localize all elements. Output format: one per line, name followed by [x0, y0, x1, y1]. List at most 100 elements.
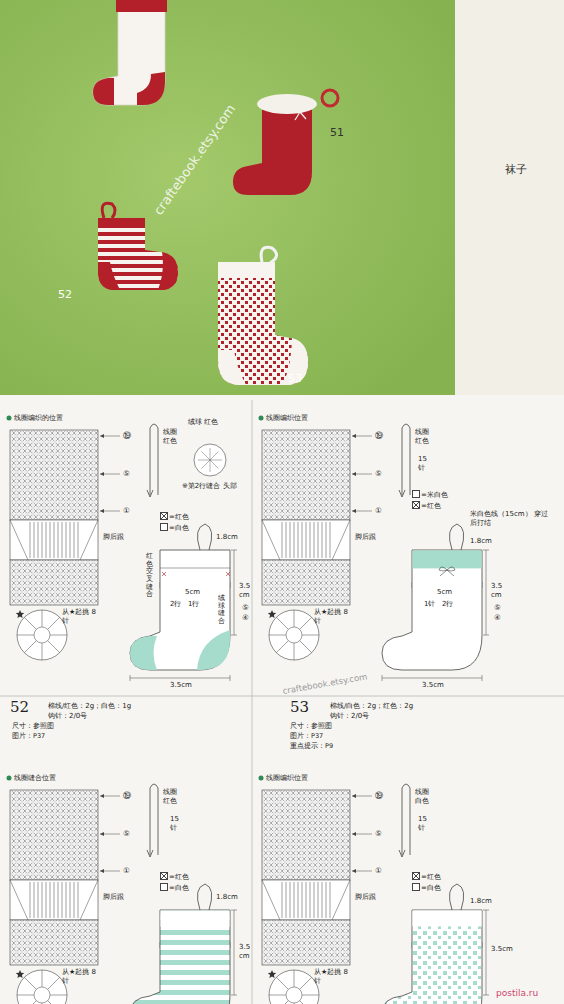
chart-panel [7, 776, 238, 1004]
row-number: ⑤ [494, 603, 501, 612]
row-number: ④ [494, 613, 501, 622]
dimension: 3.5 cm [239, 943, 253, 961]
legend-item: =红色 [160, 512, 189, 521]
reference-note: 图片：P37 [290, 732, 323, 740]
stocking-photo-51 [233, 90, 338, 195]
legend-sample [160, 512, 168, 520]
dimension: 3.5 cm [239, 582, 253, 600]
chart-panel [259, 416, 490, 682]
side-panel [455, 0, 564, 395]
stitch-count: 15 针 [418, 455, 432, 473]
row-number: ① [375, 506, 382, 515]
sewing-note: 红色交叉缝合 [146, 553, 153, 599]
legend-item: =红色 [412, 872, 441, 881]
photo-number: 52 [58, 288, 72, 302]
sock-sketch [382, 550, 482, 670]
dimension: 1.8cm [470, 537, 492, 546]
dimension: 3.5cm [422, 681, 444, 690]
chart-heading: 线圈缝合位置 [14, 774, 56, 783]
row-number: ⑲ [375, 791, 383, 800]
dimension: 1.8cm [216, 893, 238, 902]
material-note: 棉线/红色：2g；白色：1g [48, 702, 131, 711]
row-note: 1行 [188, 600, 199, 609]
pattern-number: 53 [290, 698, 309, 717]
row-note: 2行 [170, 600, 181, 609]
pickup-note: 从★起挑 8针 [314, 608, 350, 626]
row-number: ⑤ [375, 829, 382, 838]
row-note: 2行 [442, 600, 453, 609]
page-title: 袜子 [505, 163, 527, 177]
chart-heading: 线圈编织的位置 [14, 414, 63, 423]
sock-sketch [130, 910, 230, 1004]
photo-number: 51 [330, 126, 344, 140]
stitch-count: 15 针 [418, 815, 432, 833]
loop-note: 线圈 白色 [415, 788, 435, 806]
row-number: ① [123, 506, 130, 515]
sock-sketch [382, 910, 482, 1004]
row-number: ⑤ [242, 603, 249, 612]
legend-sample [160, 872, 168, 880]
legend-text: =白色 [169, 524, 189, 532]
legend-text: =红色 [169, 513, 189, 521]
material-note: 钩针：2/0号 [48, 712, 87, 721]
dimension: 3.5cm [491, 945, 513, 954]
legend-sample [412, 490, 420, 498]
stocking-photo-52 [98, 203, 178, 290]
row-number: ④ [242, 613, 249, 622]
dimension: 5cm [185, 588, 200, 597]
row-note: 1针 [424, 600, 435, 609]
pompom-note: 绒球 红色 [188, 418, 218, 427]
dimension: 1.8cm [216, 533, 238, 542]
legend-item: =红色 [412, 501, 441, 510]
row-number: ⑤ [123, 469, 130, 478]
loop-note: 线圈 红色 [163, 428, 183, 446]
reference-note: 图片：P37 [12, 732, 45, 740]
loop-note: 线圈 红色 [163, 788, 183, 806]
stocking-photo-53 [218, 247, 308, 385]
chart-heading: 线圈编织位置 [266, 774, 308, 783]
legend-text: =红色 [421, 873, 441, 881]
stitch-count: 15 针 [170, 815, 184, 833]
legend-text: =红色 [169, 873, 189, 881]
row-number: ① [123, 866, 130, 875]
photo-number: 53 [288, 372, 302, 386]
row-number: ⑲ [123, 431, 131, 440]
reference-note: 重点提示：P9 [290, 742, 333, 750]
reference-note: 尺寸：参照图 [12, 722, 54, 730]
heel-label: 脚后跟 [103, 533, 124, 542]
pickup-note: 从★起挑 8针 [314, 968, 350, 986]
sewing-note: 绒球缝合 [218, 595, 225, 626]
row-number: ⑤ [123, 829, 130, 838]
legend-text: =白色 [421, 884, 441, 892]
legend-sample [412, 501, 420, 509]
legend-sample [412, 872, 420, 880]
loop-note: 线圈 红色 [415, 428, 435, 446]
row-number: ⑤ [375, 469, 382, 478]
legend-item: =米白色 [412, 490, 448, 499]
pattern-number: 52 [10, 698, 29, 717]
legend-text: =红色 [421, 502, 441, 510]
legend-item: =白色 [160, 883, 189, 892]
dimension: 3.5cm [170, 681, 192, 690]
chart-heading: 线圈编织位置 [266, 414, 308, 423]
legend-item: =白色 [160, 523, 189, 532]
material-note: 棉线/白色：2g；红色：2g [330, 702, 413, 711]
row-number: ⑲ [123, 791, 131, 800]
stocking-photo-1 [93, 0, 167, 105]
heel-label: 脚后跟 [103, 893, 124, 902]
legend-item: =红色 [160, 872, 189, 881]
dimension: 3.5 cm [491, 582, 505, 600]
sock-sketch [130, 444, 230, 670]
legend-sample [412, 883, 420, 891]
legend-item: =白色 [412, 883, 441, 892]
material-note: 钩针：2/0号 [330, 712, 369, 721]
legend-text: =白色 [169, 884, 189, 892]
legend-sample [160, 523, 168, 531]
heel-label: 脚后跟 [355, 893, 376, 902]
pickup-note: 从★起挑 8针 [62, 608, 98, 626]
row-number: ① [375, 866, 382, 875]
legend-sample [160, 883, 168, 891]
tie-note: 米白色线（15cm） 穿过后打结 [470, 510, 554, 528]
reference-note: 尺寸：参照图 [290, 722, 332, 730]
